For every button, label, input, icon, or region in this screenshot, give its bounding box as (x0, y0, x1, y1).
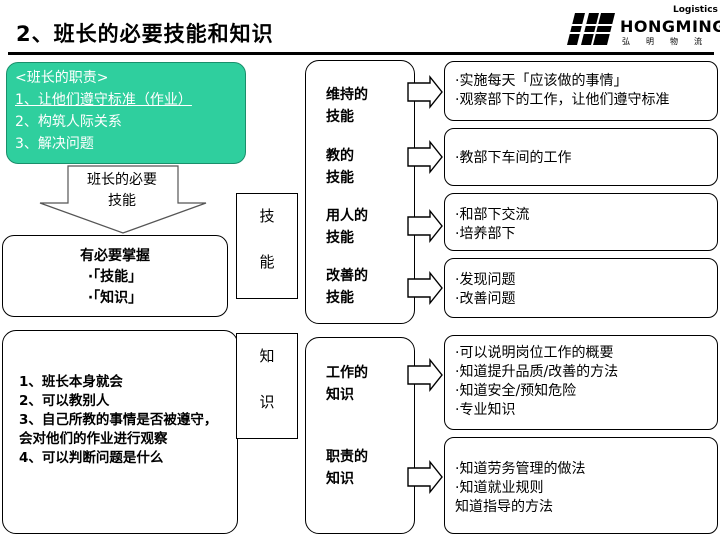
knowledge-column (305, 337, 415, 534)
skills-column (305, 60, 415, 324)
skill-name: 教的技能 (326, 148, 354, 186)
knowledge-detail-box: ·知道劳务管理的做法 ·知道就业规则 知道指导的方法 (444, 437, 718, 534)
hongming-logo-mark-icon (565, 13, 615, 45)
logo-wordmark: HONGMING (620, 17, 720, 36)
need-line: 有必要掌握 (80, 248, 150, 264)
knowledge-point: 2、可以教别人 (19, 393, 110, 409)
company-logo: Logistics HONGMING 弘明物流 (565, 5, 720, 49)
skill-name: 维持的技能 (326, 87, 368, 125)
need-line: ·「技能」 (87, 269, 143, 285)
knowledge-name: 职责的知识 (326, 449, 368, 487)
knowledge-name: 工作的知识 (326, 365, 368, 403)
skill-detail-box: ·发现问题 ·改善问题 (444, 258, 718, 318)
arrow-label: 班长的必要 技能 (87, 172, 157, 209)
need-box: 有必要掌握 ·「技能」 ·「知识」 (2, 235, 228, 317)
logo-chinese: 弘明物流 (622, 37, 718, 46)
knowledge-point: 4、可以判断问题是什么 (19, 450, 164, 466)
skill-detail-box: ·实施每天「应该做的事情」 ·观察部下的工作，让他们遵守标准 (444, 61, 718, 121)
knowledge-point: 3、自己所教的事情是否被遵守，会对他们的作业进行观察 (19, 412, 218, 447)
knowledge-point: 1、班长本身就会 (19, 374, 123, 390)
duties-box: <班长的职责> 1、让他们遵守标准（作业） 2、构筑人际关系 3、解决问题 (6, 62, 246, 164)
logo-tagline: Logistics (673, 5, 718, 15)
knowledge-summary-box: 1、班长本身就会 2、可以教别人 3、自己所教的事情是否被遵守，会对他们的作业进… (2, 330, 238, 534)
page-title: 2、班长的必要技能和知识 (16, 22, 274, 46)
duties-heading: <班长的职责> (15, 70, 109, 86)
skill-name: 用人的技能 (326, 208, 368, 246)
knowledge-label: 知 识 (236, 333, 298, 439)
skill-detail-box: ·教部下车间的工作 (444, 128, 718, 186)
duty-item: 1、让他们遵守标准（作业） (15, 92, 192, 108)
need-line: ·「知识」 (87, 290, 143, 306)
title-divider (8, 52, 714, 55)
duty-item: 2、构筑人际关系 (15, 114, 122, 130)
skill-detail-box: ·和部下交流 ·培养部下 (444, 193, 718, 251)
knowledge-detail-box: ·可以说明岗位工作的概要 ·知道提升品质/改善的方法 ·知道安全/预知危险 ·专… (444, 335, 718, 430)
down-arrow-icon (39, 165, 207, 234)
skill-name: 改善的技能 (326, 268, 368, 306)
duty-item: 3、解决问题 (15, 136, 94, 152)
skill-label: 技 能 (236, 193, 298, 299)
